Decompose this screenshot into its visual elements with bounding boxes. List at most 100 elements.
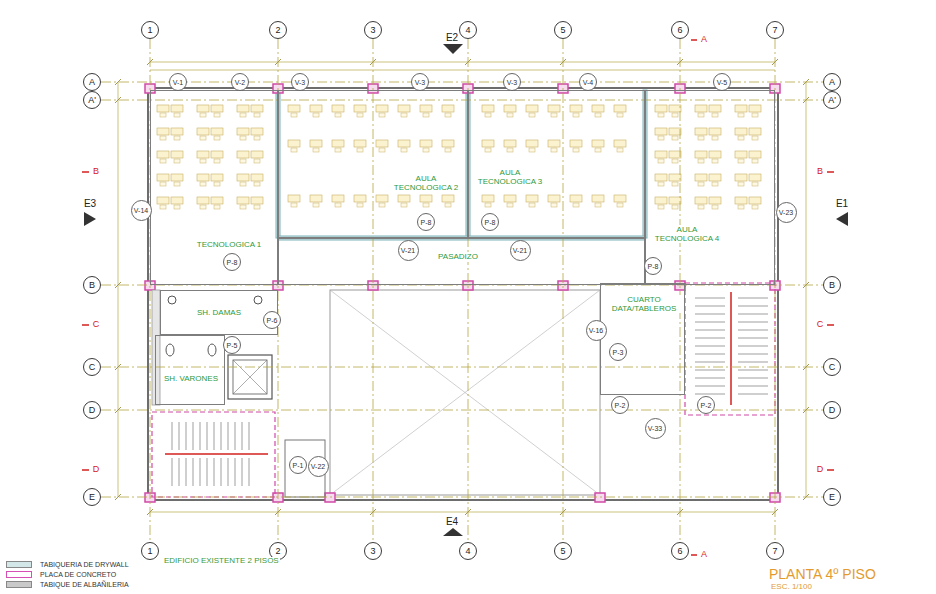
stair-direction-line [165,453,268,455]
desk [709,174,721,181]
legend-text: PLACA DE CONCRETO [40,571,116,578]
grid-axis-label: 5 [560,26,565,35]
chair [672,113,678,117]
room-area: CUARTO DATA/TABLEROSP-3 [600,283,685,395]
element-tag: P-8 [223,253,241,271]
chair [529,203,535,207]
section-tick [691,39,697,41]
chair [672,182,678,186]
chair [240,113,246,117]
desk [614,105,626,112]
washbasin [254,296,262,304]
desk [669,174,681,181]
desk [237,197,249,204]
chair [214,182,220,186]
tag-label: P-8 [227,259,238,266]
desk [332,195,344,202]
chair [658,136,664,140]
desk [570,140,582,147]
chair [507,113,513,117]
tag-label: P-2 [701,402,712,409]
grid-bubble: 6 [671,542,689,560]
chair [658,159,664,163]
desk [749,151,761,158]
grid-bubble: 6 [671,21,689,39]
desk [614,195,626,202]
grid-axis-label: E [829,493,835,502]
grid-axis-line [101,497,823,498]
desk [548,140,560,147]
grid-axis-label: 4 [465,547,470,556]
tag-label: V-23 [779,209,793,216]
section-tick [82,469,89,471]
desk [420,140,432,147]
elevation-label: E2 [445,32,459,43]
grid-axis-label: A' [828,96,836,105]
grid-axis-label: 3 [370,547,375,556]
section-label: A [700,35,708,45]
stair-tread [193,422,194,450]
desk [749,174,761,181]
grid-bubble: E [83,488,101,506]
desk [735,151,747,158]
chair [672,159,678,163]
grid-axis-label: A' [88,96,96,105]
chair [672,136,678,140]
elevation-arrow [443,528,463,536]
grid-bubble: C [823,358,841,376]
room-area: TECNOLOGICA 1P-8 [150,90,278,285]
desk [669,105,681,112]
desk [251,105,263,112]
chair [335,203,341,207]
desk [695,128,707,135]
desk [709,197,721,204]
grid-bubble: B [823,276,841,294]
stair-tread [221,422,222,450]
desk [735,197,747,204]
chair [738,113,744,117]
chair [445,203,451,207]
desk [354,140,366,147]
element-tag: V-2 [231,73,249,91]
room-area: AULA TECNOLOGICA 3P-8 [468,90,645,238]
desk [211,197,223,204]
stair-tread [207,458,208,486]
section-label: A [700,550,708,560]
chair [401,148,407,152]
chair [507,148,513,152]
chair [423,148,429,152]
chair [698,113,704,117]
stair-tread [738,314,768,315]
desk [157,105,169,112]
section-label: B [816,167,824,177]
desk [197,151,209,158]
desk [482,195,494,202]
stair-tread [249,422,250,450]
grid-bubble: D [83,401,101,419]
desk [310,140,322,147]
dimension-line [150,70,775,71]
dimension-line [150,512,775,513]
desk [237,128,249,135]
section-tick [82,171,89,173]
desk [592,105,604,112]
desk [211,128,223,135]
section-tick [827,171,834,173]
desk [695,174,707,181]
chair [160,182,166,186]
stair-tread [207,422,208,450]
chair [698,205,704,209]
grid-axis-label: 6 [677,26,682,35]
desk [157,151,169,158]
tag-label: P-2 [615,402,626,409]
desk [237,151,249,158]
desk [592,140,604,147]
section-tick [827,324,834,326]
section-label: C [816,320,825,330]
desk [504,140,516,147]
desk [171,105,183,112]
element-tag: V-3 [291,73,309,91]
chair [214,205,220,209]
chair [672,205,678,209]
